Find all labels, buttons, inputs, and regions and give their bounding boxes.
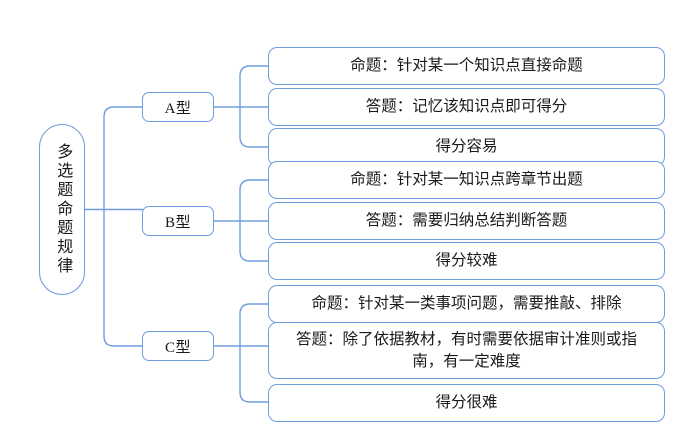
connector-a-to-child-3 xyxy=(239,106,269,148)
leaf-node-b-2-label: 答题：需要归纳总结判断答题 xyxy=(365,211,568,229)
leaf-node-a-3-label: 得分容易 xyxy=(435,137,498,155)
connector-trunk-to-a xyxy=(103,106,143,211)
branch-node-a-label: A型 xyxy=(164,100,192,117)
leaf-node-b-1[interactable]: 命题：针对某一知识点跨章节出题 xyxy=(268,161,665,199)
branch-node-b[interactable]: B型 xyxy=(142,206,214,236)
leaf-node-a-2[interactable]: 答题：记忆该知识点即可得分 xyxy=(268,88,665,126)
leaf-node-a-2-label: 答题：记忆该知识点即可得分 xyxy=(365,97,568,115)
root-node[interactable]: 多选题命题规律 xyxy=(39,124,85,295)
branch-node-c[interactable]: C型 xyxy=(142,331,214,361)
branch-node-b-label: B型 xyxy=(164,214,191,231)
connector-b-to-child-3 xyxy=(239,220,269,262)
leaf-node-c-3-label: 得分很难 xyxy=(435,393,498,411)
leaf-node-c-2[interactable]: 答题：除了依据教材，有时需要依据审计准则或指南，有一定难度 xyxy=(268,322,665,379)
leaf-node-c-3[interactable]: 得分很难 xyxy=(268,384,665,422)
leaf-node-a-1[interactable]: 命题：针对某一个知识点直接命题 xyxy=(268,47,665,85)
leaf-node-c-1-label: 命题：针对某一类事项问题，需要推敲、排除 xyxy=(311,294,622,312)
leaf-node-b-1-label: 命题：针对某一知识点跨章节出题 xyxy=(350,170,583,188)
branch-node-c-label: C型 xyxy=(164,339,191,356)
connector-b-to-child-1 xyxy=(239,179,269,222)
connector-c-to-child-1 xyxy=(239,303,269,347)
leaf-node-c-2-label: 答题：除了依据教材，有时需要依据审计准则或指南，有一定难度 xyxy=(295,330,637,370)
leaf-node-a-1-label: 命题：针对某一个知识点直接命题 xyxy=(350,56,583,74)
connector-c-to-child-3 xyxy=(239,345,269,403)
connector-a-to-child-1 xyxy=(239,65,269,108)
root-node-label: 多选题命题规律 xyxy=(54,143,72,276)
leaf-node-b-3-label: 得分较难 xyxy=(435,251,498,269)
leaf-node-b-2[interactable]: 答题：需要归纳总结判断答题 xyxy=(268,202,665,240)
leaf-node-c-1[interactable]: 命题：针对某一类事项问题，需要推敲、排除 xyxy=(268,285,665,323)
branch-node-a[interactable]: A型 xyxy=(142,92,214,122)
leaf-node-b-3[interactable]: 得分较难 xyxy=(268,242,665,280)
connector-trunk-to-c xyxy=(103,208,143,347)
